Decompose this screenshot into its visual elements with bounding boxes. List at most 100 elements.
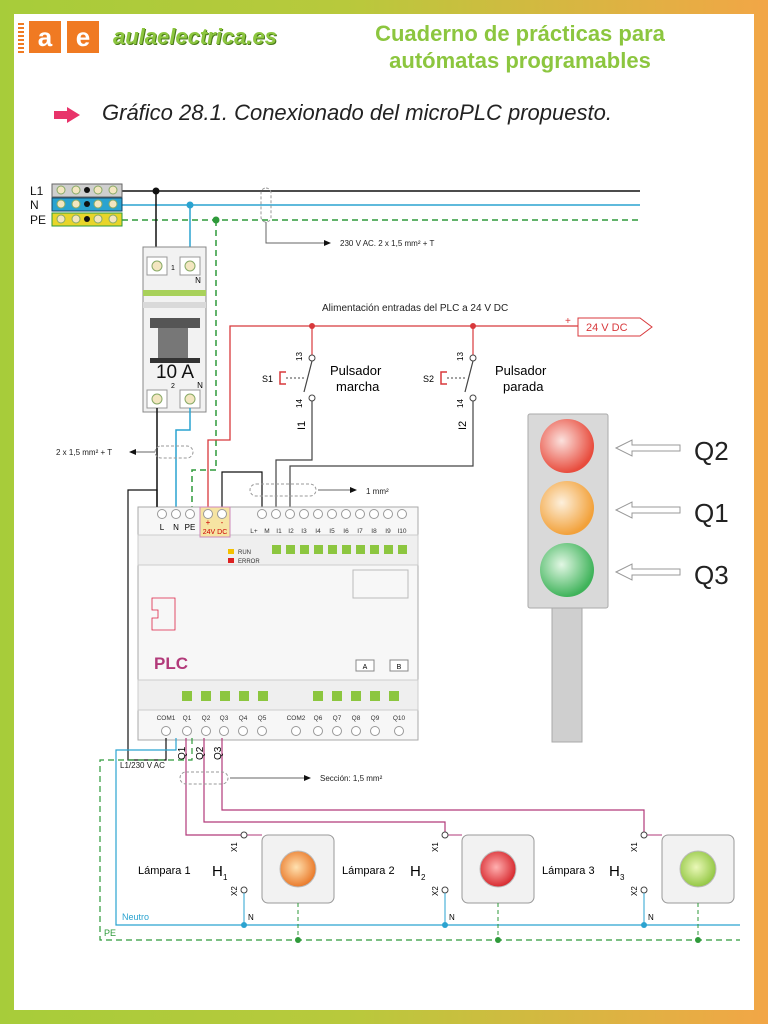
plc-output-leds — [182, 691, 399, 701]
lamp-1-sub: 1 — [223, 873, 228, 882]
plc-bottom-screw — [219, 726, 229, 736]
plc-output-terminal-label: Q7 — [333, 715, 342, 722]
plc-input-led — [370, 545, 379, 554]
plc-top-screw — [397, 509, 407, 519]
switch-s1-input-label: I1 — [296, 421, 308, 430]
switch-s2-terminal-bottom: 14 — [456, 399, 465, 408]
plc-output-led — [258, 691, 268, 701]
plc-output-terminal-label: Q2 — [202, 715, 211, 722]
plc-top-screw — [217, 509, 227, 519]
plc-output-led — [182, 691, 192, 701]
plc-output-terminal-label: Q3 — [220, 715, 229, 722]
plc-button-a[interactable] — [355, 659, 375, 672]
logo-grid-icon — [18, 21, 24, 53]
plc-input-led — [356, 545, 365, 554]
plc-bottom-screw — [201, 726, 211, 736]
plc-bottom-screw — [370, 726, 380, 736]
plc-dc-plus: + — [206, 518, 211, 527]
arrow-right-icon — [54, 107, 80, 123]
document-title-line2: autómatas programables — [389, 48, 651, 73]
plc-input-leds — [272, 545, 407, 554]
terminal-blocks — [51, 183, 123, 227]
lamp-3-tag: H — [609, 863, 620, 880]
lamp-2-sub: 2 — [421, 873, 426, 882]
lamp-1-tag: H — [212, 863, 223, 880]
switch-s1-terminal-bottom: 14 — [295, 399, 304, 408]
plc-top-screw — [341, 509, 351, 519]
output-wire-q2: Q2 — [195, 746, 206, 760]
plc-bottom-screw — [394, 726, 404, 736]
plc-input-terminal-label: I3 — [301, 528, 307, 535]
dc-supply-label: Alimentación entradas del PLC a 24 V DC — [322, 303, 508, 314]
lamp-2-n: N — [449, 913, 455, 922]
plc-output-terminal-label: Q4 — [239, 715, 248, 722]
plc-output-led — [239, 691, 249, 701]
plc-top-screw — [383, 509, 393, 519]
plc-input-led — [286, 545, 295, 554]
lamp-1-x1: X1 — [230, 842, 239, 852]
switch-s2[interactable]: S2 13 14 Pulsador parada I2 — [423, 326, 547, 430]
lamp-3-name: Lámpara 3 — [542, 865, 595, 877]
plc-dc-minus: - — [221, 518, 224, 527]
bus-label-earth: PE — [104, 928, 116, 938]
switch-s2-terminal-top: 13 — [456, 352, 465, 361]
plc-top-screw — [285, 509, 295, 519]
plc-bottom-screw — [313, 726, 323, 736]
plc-status-run: RUN — [238, 550, 251, 556]
plc-input-led — [314, 545, 323, 554]
plc-output-terminal-label: COM1 — [157, 715, 176, 722]
lamp-3: Lámpara 3 H 3 X1 X2 N — [542, 831, 735, 943]
plc-output-led — [313, 691, 323, 701]
plc-top-screw — [157, 509, 167, 519]
supply-cable-marker — [260, 187, 272, 223]
label-l1: L1 — [30, 184, 44, 198]
breaker-terminal-bottom-n: N — [197, 381, 203, 390]
lamp-3-x2: X2 — [630, 886, 639, 896]
circuit-breaker[interactable]: 1 N 10 A 2 N — [142, 246, 207, 413]
logo-letter-e: e — [65, 19, 101, 55]
lamp-1: Lámpara 1 H 1 X1 X2 N — [138, 831, 335, 943]
lamp-2-tag: H — [410, 863, 421, 880]
plc-input-terminal-label: I8 — [371, 528, 377, 535]
plc-top-screw — [299, 509, 309, 519]
breaker-out-cable-label: 2 x 1,5 mm² + T — [56, 448, 112, 457]
switch-s1[interactable]: S1 13 14 Pulsador marcha I1 — [262, 326, 382, 430]
lamp-1-n: N — [248, 913, 254, 922]
plc-input-led — [328, 545, 337, 554]
site-logo[interactable]: a e aulaelectrica.es — [18, 17, 277, 57]
dc-voltage-value: 24 V DC — [586, 322, 628, 334]
switch-s2-name-line2: parada — [503, 379, 544, 394]
switch-s1-name-line2: marcha — [336, 379, 380, 394]
plc-output-terminal-label: COM2 — [287, 715, 306, 722]
traffic-light-amber — [540, 481, 594, 535]
plc-input-led — [398, 545, 407, 554]
plc-input-led — [342, 545, 351, 554]
traffic-light-arrows — [614, 439, 681, 581]
supply-cable-label: 230 V AC. 2 x 1,5 mm² + T — [340, 239, 434, 248]
document-title: Cuaderno de prácticas para autómatas pro… — [330, 20, 710, 74]
switch-s2-input-label: I2 — [457, 421, 469, 430]
com-feed-label: L1/230 V AC — [120, 761, 165, 770]
switch-s1-terminal-top: 13 — [295, 352, 304, 361]
plc-bottom-screw — [257, 726, 267, 736]
plc-output-led — [370, 691, 380, 701]
plc-bottom-screw — [238, 726, 248, 736]
breaker-rating: 10 A — [156, 362, 194, 383]
plc-input-terminal-label: I5 — [329, 528, 335, 535]
breaker-terminal-top-1: 1 — [171, 265, 175, 272]
plc-terminal-pe: PE — [185, 523, 196, 532]
lamp-3-sub: 3 — [620, 873, 625, 882]
plc-input-terminal-label: I2 — [288, 528, 294, 535]
plc-output-terminal-label: Q9 — [371, 715, 380, 722]
switch-s2-name-line1: Pulsador — [495, 363, 547, 378]
plc-output-terminal-label: Q6 — [314, 715, 323, 722]
lamp-3-n: N — [648, 913, 654, 922]
input-cable-label: 1 mm² — [366, 487, 389, 496]
figure-caption: Gráfico 28.1. Conexionado del microPLC p… — [102, 100, 612, 126]
label-pe: PE — [30, 213, 46, 227]
plc-top-screw — [203, 509, 213, 519]
figure-caption-text: Gráfico 28.1. Conexionado del microPLC p… — [102, 100, 612, 125]
plc-button-b[interactable] — [389, 659, 409, 672]
